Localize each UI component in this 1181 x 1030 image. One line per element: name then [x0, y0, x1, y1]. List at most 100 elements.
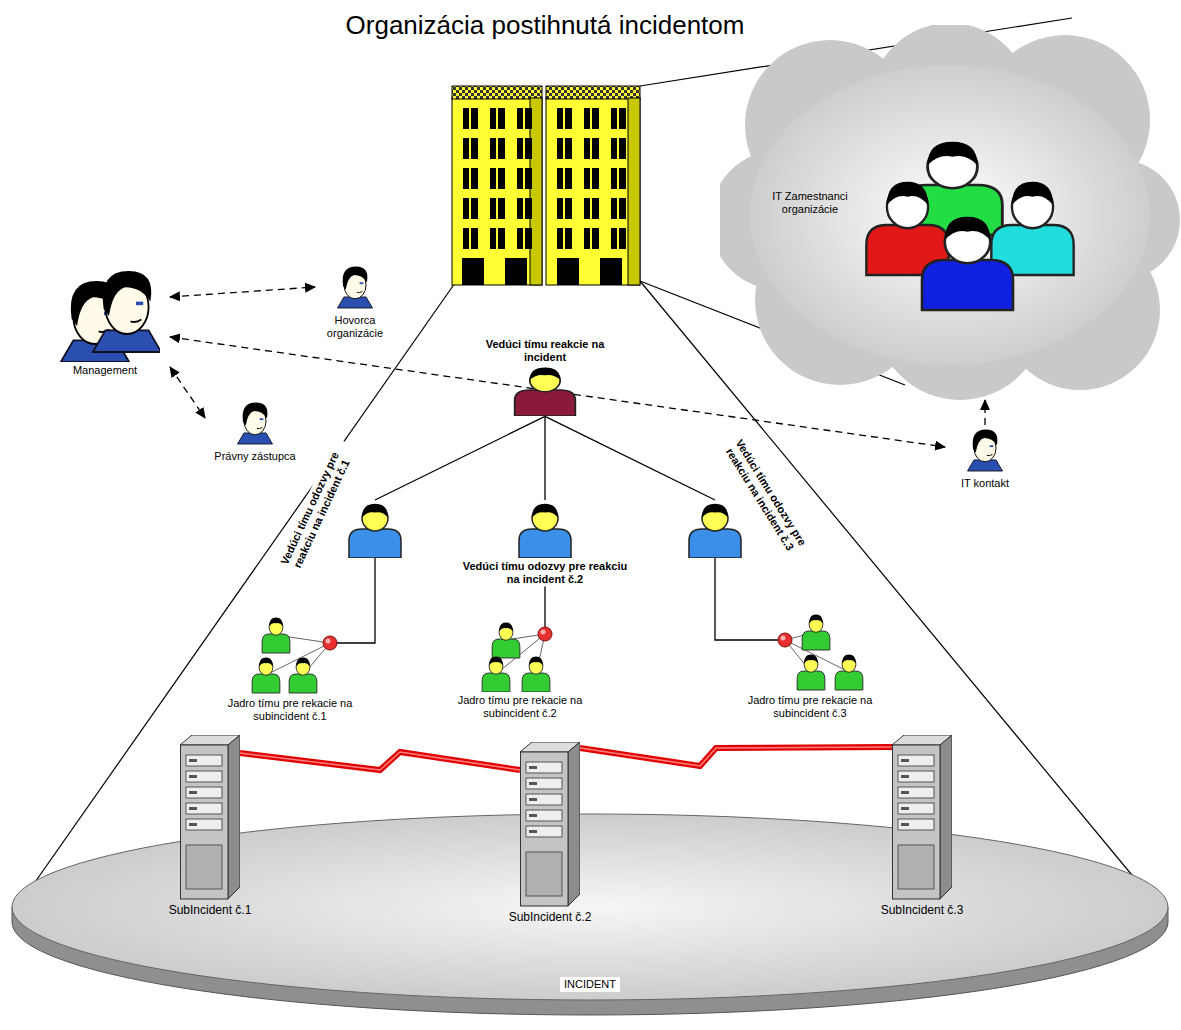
- server-bay-slot: [901, 807, 909, 810]
- server-bay: [526, 826, 562, 837]
- server-bay-slot: [189, 759, 197, 762]
- server-bay-slot: [901, 791, 909, 794]
- person-body: [349, 529, 401, 558]
- hub-dot: [323, 636, 337, 650]
- building-door: [557, 258, 579, 285]
- connector: [715, 558, 735, 640]
- face-hair: [243, 403, 268, 426]
- person-figure: [991, 182, 1073, 275]
- building-windows: [458, 104, 539, 254]
- server-bay: [898, 787, 934, 798]
- lightning-highlight: [240, 752, 520, 770]
- face-mouth: [257, 427, 263, 428]
- server-bay: [898, 755, 934, 766]
- server-bay-slot: [901, 823, 909, 826]
- hub-dot: [778, 633, 792, 647]
- face-mouth: [987, 454, 993, 455]
- person-body: [515, 390, 576, 416]
- server-icon: [892, 735, 952, 900]
- core-team-icon: [215, 615, 365, 695]
- node-label: IT Zamestnanci organizácie: [755, 190, 865, 216]
- person-figure: [515, 368, 576, 417]
- server-side: [940, 735, 952, 899]
- person-body: [289, 674, 317, 693]
- person-figure: [252, 658, 280, 693]
- person-figure: [262, 618, 290, 653]
- person-figure: [519, 504, 571, 558]
- person-hair: [842, 655, 856, 664]
- server-side: [228, 735, 240, 899]
- connector: [170, 367, 205, 418]
- server: SubIncident č.2: [520, 742, 580, 924]
- building-tower: [452, 98, 542, 285]
- person-body: [262, 634, 290, 653]
- server-icon: [180, 735, 240, 900]
- person-figure: [689, 504, 741, 558]
- person-hair: [530, 368, 560, 380]
- face-eye: [990, 445, 994, 447]
- person-body: [519, 529, 571, 558]
- team-leader: Vedúci tímu odozvy pre reakciu na incide…: [345, 500, 405, 558]
- building-door: [462, 258, 484, 285]
- hub-dot-shine: [541, 630, 546, 635]
- lightning-connector: [240, 752, 520, 770]
- incident-leader: Vedúci tímu reakcie na incident: [465, 338, 625, 416]
- person-hair: [945, 217, 991, 240]
- person-hair: [1012, 182, 1053, 205]
- hub-dot: [538, 627, 552, 641]
- server-bay: [186, 819, 222, 830]
- face-eye: [360, 282, 364, 284]
- server-bay: [898, 771, 934, 782]
- face-figure: [338, 267, 373, 308]
- server-icon: [520, 742, 580, 907]
- face-figure: [238, 403, 273, 444]
- server-bay: [186, 755, 222, 766]
- person-hair: [809, 615, 823, 624]
- server-bay: [526, 762, 562, 773]
- server-bay-slot: [189, 775, 197, 778]
- core-team-icon: [735, 612, 885, 692]
- server-front: [181, 745, 229, 899]
- person-body: [252, 674, 280, 693]
- server: SubIncident č.1: [180, 735, 240, 917]
- person-hair: [489, 657, 503, 666]
- building-roof: [452, 86, 542, 99]
- spokesperson: Hovorca organizácie: [315, 262, 395, 340]
- server-bay: [186, 803, 222, 814]
- person-icon: [345, 500, 405, 558]
- connector: [375, 416, 545, 500]
- management-person: Management: [40, 262, 170, 377]
- person-hair: [499, 623, 513, 632]
- server-bay: [186, 771, 222, 782]
- node-label: IT kontakt: [945, 477, 1025, 490]
- server-bay: [526, 794, 562, 805]
- face-icon: [962, 425, 1008, 475]
- connector: [170, 287, 315, 297]
- node-label: Management: [40, 364, 170, 377]
- person-body: [492, 639, 520, 658]
- server-front: [521, 752, 569, 906]
- person-icon: [510, 364, 580, 416]
- server-bay-slot: [529, 830, 537, 833]
- it-contact: IT kontakt: [945, 425, 1025, 490]
- person-figure: [482, 657, 510, 692]
- server-bay-slot: [901, 775, 909, 778]
- node-label: Jadro tímu pre rekacie na subincident č.…: [215, 697, 365, 723]
- node-label: Vedúci tímu odozvy pre reakciu na incide…: [460, 560, 630, 586]
- node-label: SubIncident č.3: [857, 903, 987, 917]
- face-mouth: [357, 291, 363, 292]
- node-label: Hovorca organizácie: [315, 314, 395, 340]
- person-hair: [532, 504, 558, 518]
- person-figure: [922, 217, 1013, 310]
- face-figure: [93, 271, 160, 352]
- face-hair: [973, 430, 998, 453]
- server-bay-slot: [529, 766, 537, 769]
- building-roof: [546, 86, 640, 99]
- node-label: Jadro tímu pre rekacie na subincident č.…: [735, 694, 885, 720]
- server-front: [893, 745, 941, 899]
- server-bay: [898, 803, 934, 814]
- person-hair: [804, 655, 818, 664]
- person-body: [689, 529, 741, 558]
- person-hair: [529, 657, 543, 666]
- server-grill: [898, 845, 934, 889]
